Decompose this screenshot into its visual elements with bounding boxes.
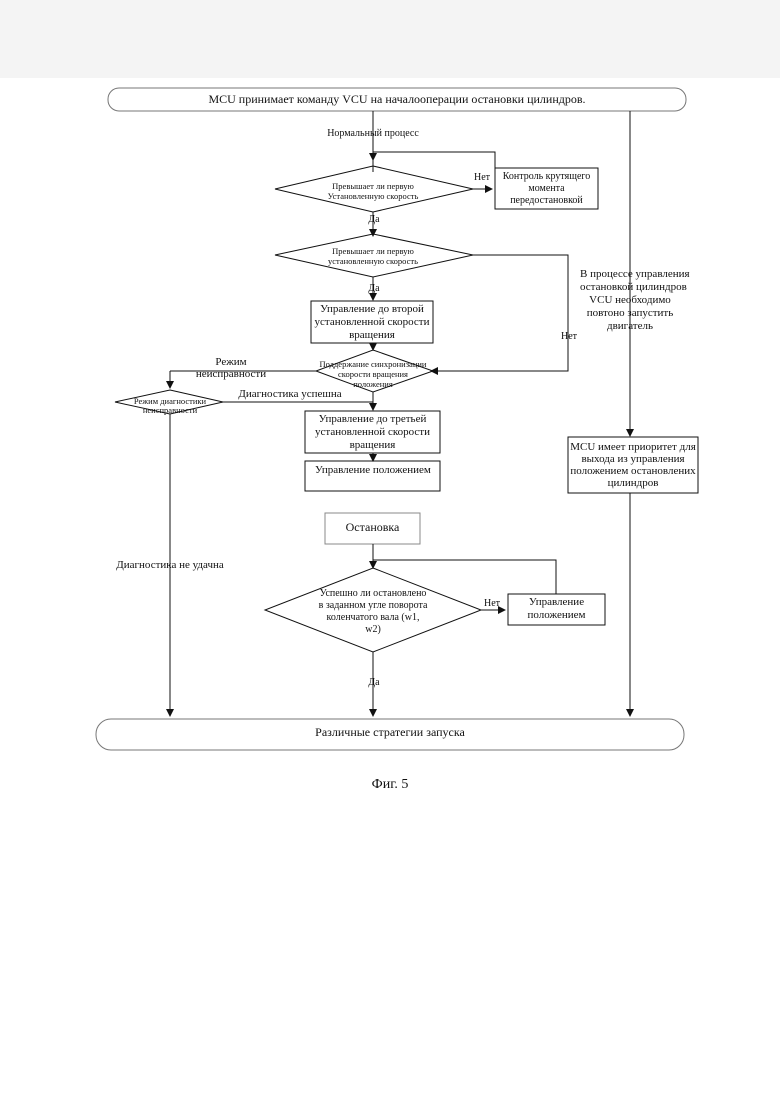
end-terminal-label: Различные стратегии запуска — [96, 726, 684, 739]
restart-note-line-2: остановкой цилиндров — [580, 281, 680, 294]
control-second-speed-line-2: установленной скорости — [311, 316, 433, 329]
fault-diag-line-2: неисправности — [110, 405, 230, 415]
torque-control-line-2: момента — [495, 183, 598, 195]
restart-note-line-3: VCU необходимо — [580, 294, 680, 307]
control-third-speed-line-3: вращения — [305, 439, 440, 452]
decision-1-line-1: Превышает ли первую — [300, 181, 446, 191]
start-terminal-label: MCU принимает команду VCU на началоопера… — [108, 93, 686, 106]
decision-2-line-1: Превышает ли первую — [300, 246, 446, 256]
control-second-speed-line-1: Управление до второй — [311, 303, 433, 316]
control-third-speed-line-2: установленной скорости — [305, 426, 440, 439]
decision-1-line-2: Установленную скорость — [300, 191, 446, 201]
decision-3-line-1: Успешно ли остановлено — [300, 588, 446, 600]
torque-control-line-3: передостановкой — [495, 195, 598, 207]
maintain-sync-line-2: скорости вращения — [308, 369, 438, 379]
normal-process-label: Нормальный процесс — [318, 128, 428, 140]
no-label-1: Нет — [470, 172, 494, 184]
decision-2-line-2: установленную скорость — [300, 256, 446, 266]
diag-fail-label: Диагностика не удачна — [112, 559, 228, 572]
decision-3-line-2: в заданном угле поворота — [300, 600, 446, 612]
yes-label-2: Да — [362, 283, 386, 295]
torque-control-line-1: Контроль крутящего — [495, 171, 598, 183]
diag-success-label: Диагностика успешна — [232, 388, 348, 401]
fault-mode-line-2: неисправности — [186, 368, 276, 381]
yes-label-3: Да — [362, 677, 386, 689]
position-control-2-line-2: положением — [508, 609, 605, 622]
decision-3-line-3: коленчатого вала (w1, — [300, 612, 446, 624]
decision-3-line-4: w2) — [300, 624, 446, 636]
mcu-priority-line-4: цилиндров — [568, 477, 698, 490]
yes-label-1: Да — [362, 214, 386, 226]
position-control-label: Управление положением — [305, 464, 450, 477]
position-control-2-line-1: Управление — [508, 596, 605, 609]
no-label-2: Нет — [555, 331, 583, 343]
no-label-3: Нет — [480, 598, 504, 610]
figure-caption: Фиг. 5 — [340, 777, 440, 793]
stop-label: Остановка — [325, 521, 420, 534]
maintain-sync-line-1: Поддержание синхронизации — [308, 359, 438, 369]
restart-note-line-4: повтоно запустить — [580, 307, 680, 320]
control-third-speed-line-1: Управление до третьей — [305, 413, 440, 426]
restart-note-line-5: двигатель — [580, 320, 680, 333]
restart-note-line-1: В процессе управления — [580, 268, 680, 281]
control-second-speed-line-3: вращения — [311, 329, 433, 342]
